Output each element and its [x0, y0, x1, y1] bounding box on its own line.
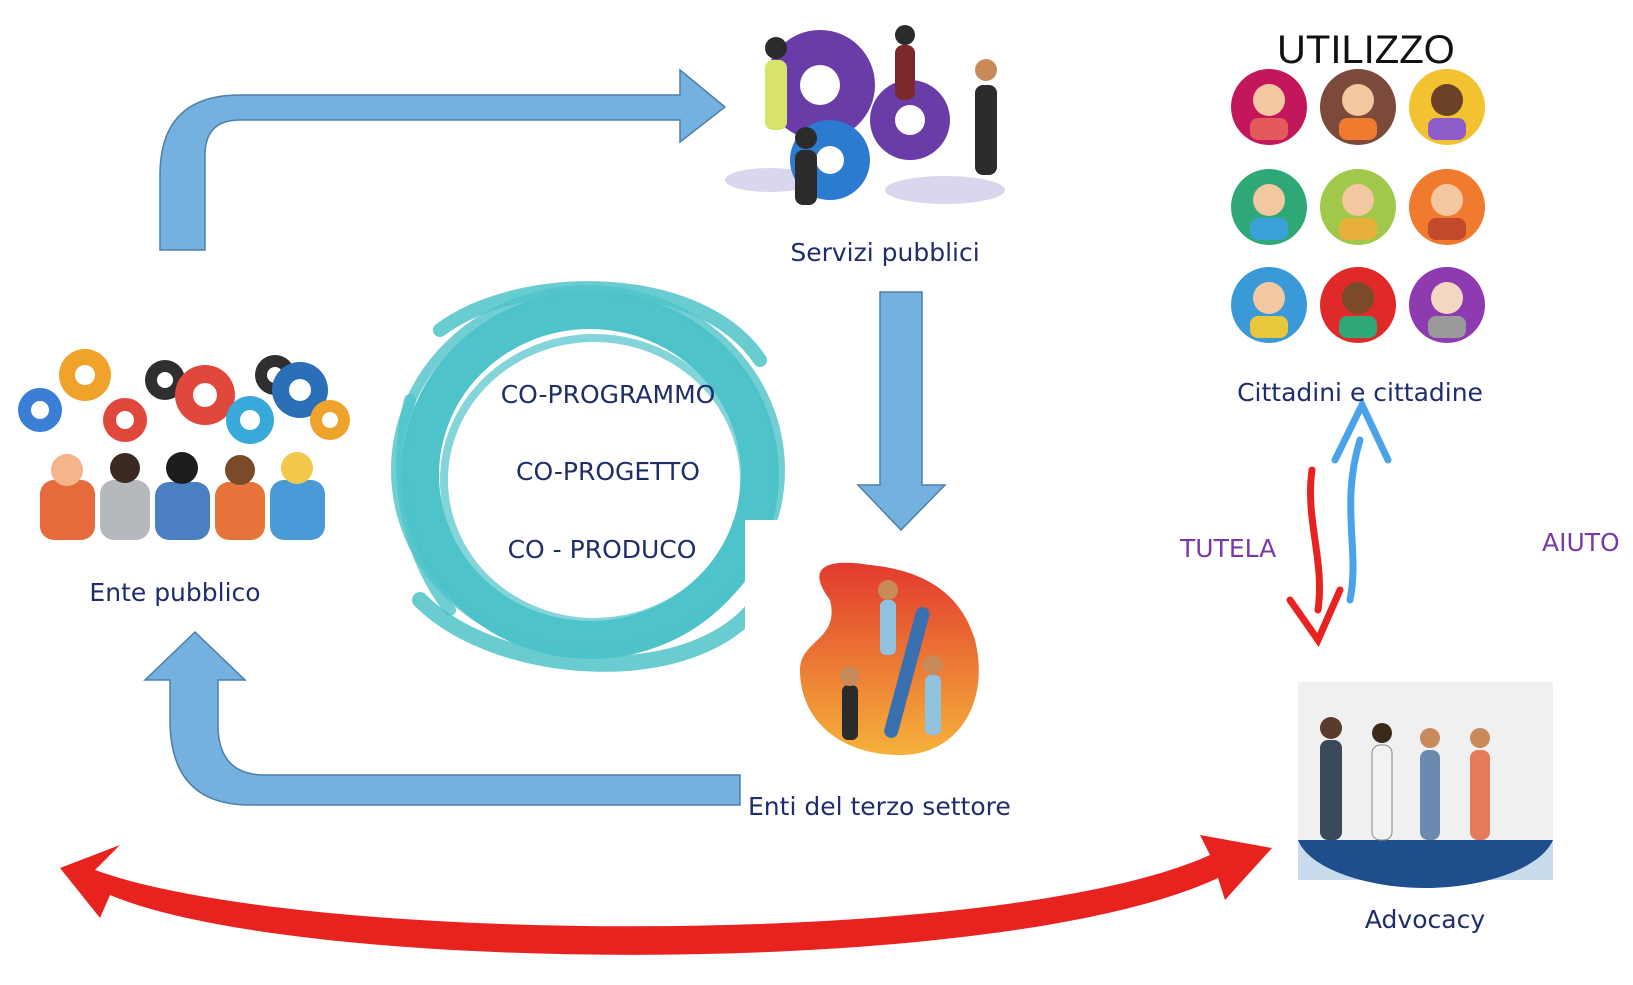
- aiuto-arrow: [1331, 396, 1392, 604]
- people-row: [40, 452, 325, 540]
- tutela-arrow: [1286, 466, 1344, 648]
- label-servizi-pubblici: Servizi pubblici: [790, 238, 980, 267]
- servizi-pubblici-illustration: [725, 25, 1005, 205]
- arrow-to-terzo-settore: [856, 291, 947, 532]
- label-cittadini: Cittadini e cittadine: [1237, 378, 1483, 407]
- cycle-item-co-progetto: CO-PROGETTO: [516, 457, 700, 486]
- advocacy-illustration: [1298, 682, 1553, 888]
- gears-row: [18, 349, 350, 444]
- label-advocacy: Advocacy: [1364, 905, 1486, 934]
- cittadini-avatars: [1231, 69, 1485, 343]
- label-aiuto: AIUTO: [1542, 528, 1620, 557]
- label-tutela: TUTELA: [1180, 534, 1277, 563]
- label-ente-pubblico: Ente pubblico: [89, 578, 261, 607]
- cycle-item-co-programmo: CO-PROGRAMMO: [500, 380, 716, 409]
- label-enti-terzo-settore: Enti del terzo settore: [748, 792, 1011, 821]
- arrow-to-servizi: [159, 68, 727, 251]
- arrow-to-ente-pubblico: [143, 630, 741, 806]
- terzo-settore-illustration: [800, 562, 979, 755]
- brush-circle: [391, 281, 785, 672]
- cycle-item-co-produco: CO - PRODUCO: [507, 535, 697, 564]
- ente-pubblico-illustration: [18, 349, 350, 540]
- label-utilizzo: UTILIZZO: [1277, 28, 1455, 72]
- red-arc-arrow: [60, 835, 1272, 955]
